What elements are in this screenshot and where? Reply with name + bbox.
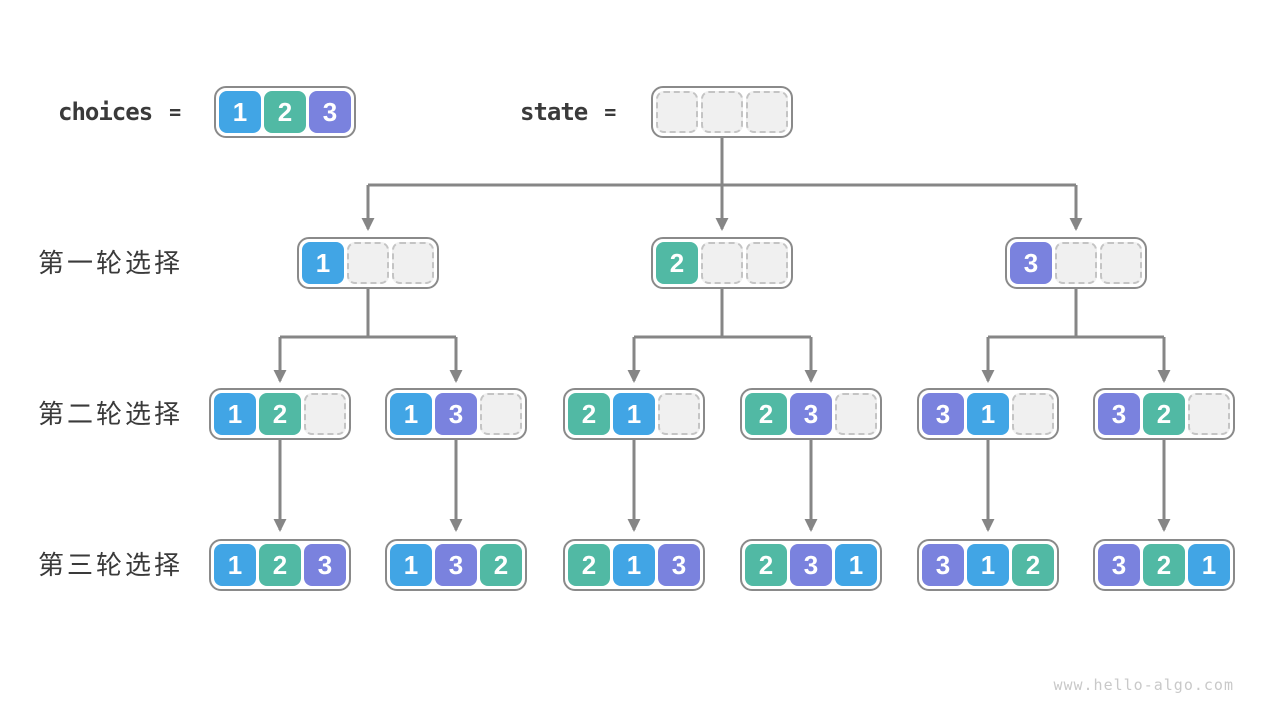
state-label: state (520, 98, 588, 126)
array-box-r3-4: 2 3 1 (740, 539, 882, 591)
array-cell: 2 (480, 544, 522, 586)
array-cell: 1 (967, 393, 1009, 435)
array-cell: 1 (302, 242, 344, 284)
array-box-r2-1: 1 2 (209, 388, 351, 440)
array-cell (1188, 393, 1230, 435)
array-cell: 1 (613, 544, 655, 586)
array-cell: 1 (967, 544, 1009, 586)
array-cell (480, 393, 522, 435)
array-cell: 1 (214, 393, 256, 435)
array-cell (656, 91, 698, 133)
array-cell: 1 (1188, 544, 1230, 586)
array-cell (1055, 242, 1097, 284)
array-cell: 3 (790, 544, 832, 586)
array-cell: 3 (435, 544, 477, 586)
array-box-r2-6: 3 2 (1093, 388, 1235, 440)
array-cell: 2 (568, 544, 610, 586)
array-cell: 2 (745, 393, 787, 435)
row-label-round-2: 第二轮选择 (38, 399, 184, 429)
array-cell (746, 242, 788, 284)
array-cell: 1 (390, 544, 432, 586)
array-box-r2-4: 2 3 (740, 388, 882, 440)
array-cell: 2 (1012, 544, 1054, 586)
array-box-r2-2: 1 3 (385, 388, 527, 440)
array-cell: 1 (835, 544, 877, 586)
array-cell (658, 393, 700, 435)
array-box-r1-1: 1 (297, 237, 439, 289)
array-cell (746, 91, 788, 133)
array-box-r3-2: 1 3 2 (385, 539, 527, 591)
state-definition: state = (520, 86, 616, 138)
array-box-r3-5: 3 1 2 (917, 539, 1059, 591)
watermark-url: www.hello-algo.com (1053, 676, 1234, 694)
array-cell (392, 242, 434, 284)
array-cell: 1 (219, 91, 261, 133)
array-cell: 3 (1098, 544, 1140, 586)
array-cell: 1 (613, 393, 655, 435)
array-cell (347, 242, 389, 284)
array-cell: 2 (264, 91, 306, 133)
array-cell: 2 (656, 242, 698, 284)
array-box-r3-3: 2 1 3 (563, 539, 705, 591)
array-cell: 1 (390, 393, 432, 435)
array-cell: 3 (1098, 393, 1140, 435)
choices-label: choices (58, 98, 153, 126)
array-cell: 2 (259, 393, 301, 435)
array-cell (304, 393, 346, 435)
array-cell: 3 (922, 544, 964, 586)
array-box-r2-3: 2 1 (563, 388, 705, 440)
array-box-r1-2: 2 (651, 237, 793, 289)
array-cell: 2 (745, 544, 787, 586)
array-cell (1100, 242, 1142, 284)
array-cell: 3 (658, 544, 700, 586)
array-cell: 1 (214, 544, 256, 586)
array-cell: 2 (568, 393, 610, 435)
array-cell: 3 (790, 393, 832, 435)
array-box-r2-5: 3 1 (917, 388, 1059, 440)
array-cell: 2 (1143, 393, 1185, 435)
array-cell: 3 (309, 91, 351, 133)
choices-definition: choices = (58, 86, 181, 138)
array-cell: 3 (1010, 242, 1052, 284)
row-label-round-1: 第一轮选择 (38, 248, 184, 278)
array-cell: 3 (435, 393, 477, 435)
array-box-r3-6: 3 2 1 (1093, 539, 1235, 591)
state-array (651, 86, 793, 138)
array-cell: 2 (259, 544, 301, 586)
array-cell (701, 242, 743, 284)
equals-sign: = (604, 100, 617, 124)
array-box-r3-1: 1 2 3 (209, 539, 351, 591)
array-cell: 3 (304, 544, 346, 586)
choices-array: 1 2 3 (214, 86, 356, 138)
array-cell: 2 (1143, 544, 1185, 586)
array-cell (835, 393, 877, 435)
array-box-r1-3: 3 (1005, 237, 1147, 289)
array-cell (1012, 393, 1054, 435)
array-cell (701, 91, 743, 133)
row-label-round-3: 第三轮选择 (38, 550, 184, 580)
array-cell: 3 (922, 393, 964, 435)
equals-sign: = (169, 100, 182, 124)
